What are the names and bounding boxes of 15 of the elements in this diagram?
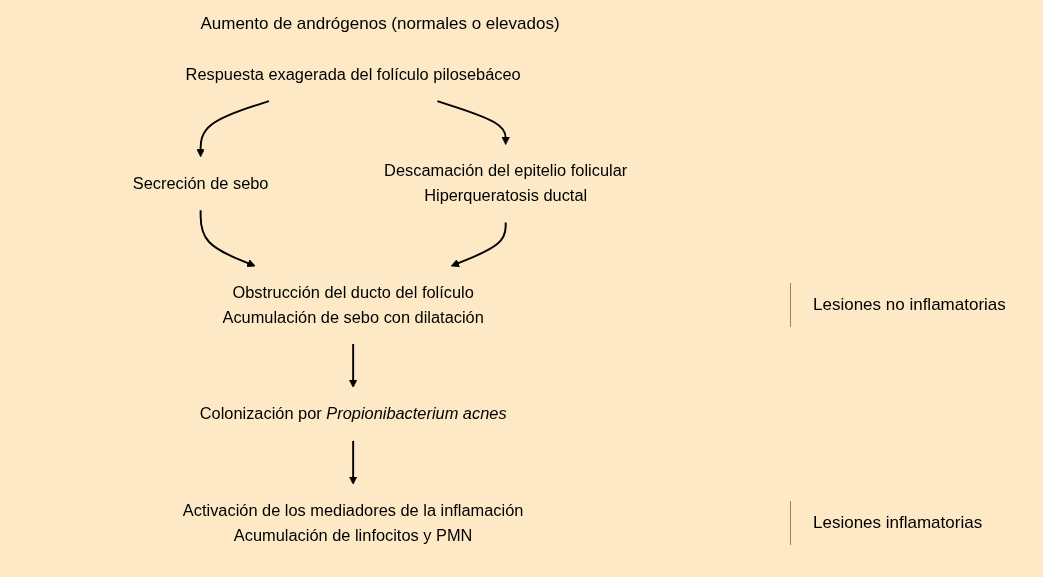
arrow <box>436 100 510 145</box>
arrow <box>348 343 358 388</box>
node-text: Activación de los mediadores de la inflamación Acumulación de linfocitos y PMN <box>182 501 524 545</box>
arrow <box>196 100 270 158</box>
node-text: Secreción de sebo <box>132 174 269 193</box>
label-text: Aumento de andrógenos (normales o elevados) <box>199 14 561 34</box>
arrow <box>450 221 507 268</box>
arrow <box>348 439 358 485</box>
node-text: Colonización por Propionibacterium acnes <box>199 404 507 424</box>
side-label: Lesiones inflamatorias <box>790 501 983 546</box>
node-text: Respuesta exagerada del folículo pilosebáceo <box>185 65 521 84</box>
arrow <box>199 209 256 268</box>
node-text: Obstrucción del ducto del folículo Acumulación de sebo con dilatación <box>222 283 484 327</box>
node-text: Descamación del epitelio folicular Hiperqueratosis ductal <box>384 161 628 205</box>
side-label: Lesiones no inflamatorias <box>790 283 1006 327</box>
